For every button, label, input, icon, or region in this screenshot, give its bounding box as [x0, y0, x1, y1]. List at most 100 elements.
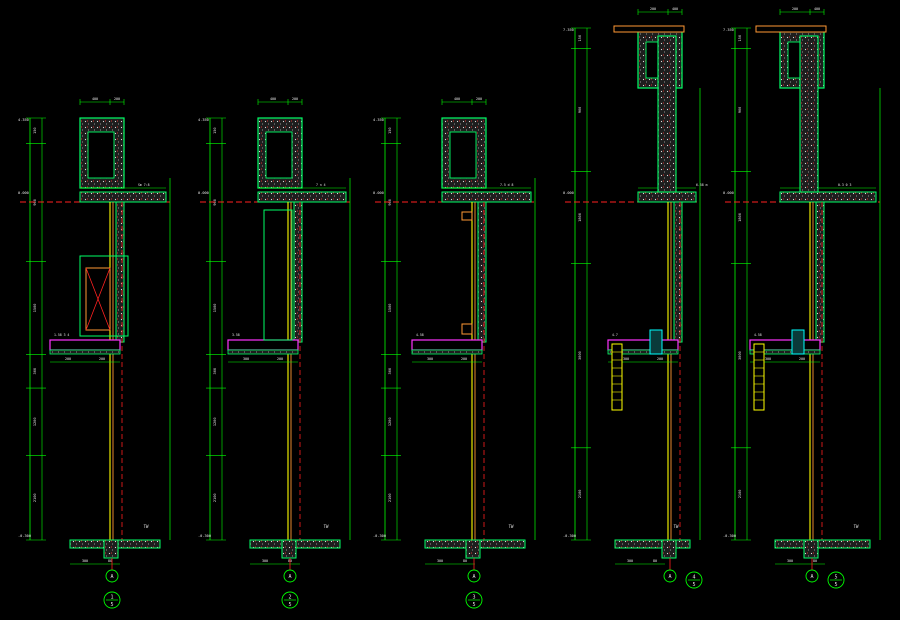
note-text: 1.58 3 4: [54, 333, 69, 337]
section-bubble-bottom: 5: [110, 602, 113, 608]
vertical-dimension-text: 1500: [33, 304, 37, 313]
section-bubble-top: 5: [834, 575, 837, 581]
top-dimension-text: 400: [814, 7, 820, 11]
section-bubble-top: 3: [472, 595, 475, 601]
sill-panel: [411, 339, 483, 351]
top-dimension-text: 400: [270, 97, 276, 101]
sill-dimension-text: 200: [99, 357, 105, 361]
vertical-dimension-text: 2100: [738, 490, 742, 499]
footing-column: [661, 539, 677, 559]
level-bottom-text: -0.300: [563, 534, 576, 538]
sill-panel: [227, 339, 299, 351]
roof-slab: [441, 191, 532, 203]
vertical-dimension-text: 2100: [33, 493, 37, 502]
vertical-dimension-text: 1500: [388, 304, 392, 313]
axis-bubble-label: A: [288, 574, 291, 580]
axis-bubble: [663, 569, 677, 583]
note-text: 6.58 m: [696, 183, 708, 187]
section-bubble: [685, 571, 703, 589]
axis-bubble: [283, 569, 297, 583]
axis-bubble: [105, 569, 119, 583]
room-label: TW: [854, 524, 859, 529]
axis-bubble: [805, 569, 819, 583]
coping-cap: [755, 25, 827, 33]
top-dimension-text: 400: [92, 97, 98, 101]
vertical-dimension-text: 3000: [578, 351, 582, 360]
bracket-detail: [461, 323, 473, 335]
vertical-dimension-text: 900: [578, 107, 582, 114]
level-top-text: 7.350: [723, 28, 734, 32]
top-dimension-text: 400: [454, 97, 460, 101]
axis-bubble-label: A: [472, 574, 475, 580]
head-void: [87, 131, 115, 179]
section-bubble-top: 1: [110, 595, 113, 601]
level-bottom-text: -0.300: [18, 534, 31, 538]
vertical-dimension-text: 1500: [213, 304, 217, 313]
sections-layer: 1509001500300120021004.3500.000-0.300400…: [18, 7, 881, 609]
vertical-dimension-text: 150: [213, 127, 217, 134]
footing-slab: [774, 539, 871, 549]
head-void: [265, 131, 293, 179]
section-2: 1509001500300120021004.3500.000-0.300400…: [198, 97, 351, 609]
base-dimension-text: 80: [653, 559, 657, 563]
sill-panel: [49, 339, 121, 351]
wall-column: [815, 201, 825, 343]
section-bubble-bottom: 5: [472, 602, 475, 608]
wall-column: [293, 201, 303, 343]
top-dimension-text: 200: [292, 97, 298, 101]
level-top-text: 4.350: [373, 118, 384, 122]
sill-slab: [227, 349, 299, 355]
section-bubble-top: 4: [692, 575, 695, 581]
base-dimension-text: 80: [813, 559, 817, 563]
roof-slab: [779, 191, 877, 203]
section-bubble: [465, 591, 483, 609]
section-bubble-bottom: 5: [834, 582, 837, 588]
section-bubble-bottom: 5: [692, 582, 695, 588]
sill-dimension-text: 300: [243, 357, 249, 361]
vertical-dimension-text: 2100: [213, 493, 217, 502]
room-label: TW: [144, 524, 149, 529]
footing-column: [281, 539, 297, 559]
footing-column: [103, 539, 119, 559]
note-text: 7.5 d 8: [500, 183, 514, 187]
base-dimension-text: 80: [108, 559, 112, 563]
cross-line: [85, 267, 111, 331]
sill-dimension-text: 300: [427, 357, 433, 361]
level-bottom-text: -0.300: [373, 534, 386, 538]
base-dimension-text: 80: [463, 559, 467, 563]
sill-dimension-text: 200: [277, 357, 283, 361]
vertical-dimension-text: 2100: [388, 493, 392, 502]
sill-dimension-text: 300: [765, 357, 771, 361]
level-floor-text: 0.000: [373, 191, 384, 195]
sill-slab: [411, 349, 483, 355]
footing-column: [803, 539, 819, 559]
roof-slab: [79, 191, 167, 203]
level-floor-text: 0.000: [198, 191, 209, 195]
section-3: 1509001500300120021004.3500.000-0.300400…: [373, 97, 536, 609]
window-frame: [263, 209, 293, 341]
top-dimension-text: 200: [650, 7, 656, 11]
vertical-dimension-text: 150: [388, 127, 392, 134]
footing-column: [465, 539, 481, 559]
level-top-text: 4.350: [198, 118, 209, 122]
base-dimension-text: 300: [437, 559, 443, 563]
vertical-dimension-text: 300: [388, 368, 392, 375]
top-dimension-text: 200: [476, 97, 482, 101]
top-dimension-text: 200: [792, 7, 798, 11]
top-dimension-text: 400: [672, 7, 678, 11]
vertical-dimension-text: 900: [738, 107, 742, 114]
section-bubble: [827, 571, 845, 589]
axis-bubble-label: A: [110, 574, 113, 580]
light-fixture: [611, 343, 623, 411]
vertical-dimension-text: 300: [213, 368, 217, 375]
note-text: Sm 7:8: [138, 183, 150, 187]
room-label: TW: [509, 524, 514, 529]
sill-dimension-text: 200: [461, 357, 467, 361]
light-fixture: [753, 343, 765, 411]
parapet-wall: [799, 35, 819, 193]
note-text: 3.58: [232, 333, 240, 337]
roof-slab: [257, 191, 347, 203]
